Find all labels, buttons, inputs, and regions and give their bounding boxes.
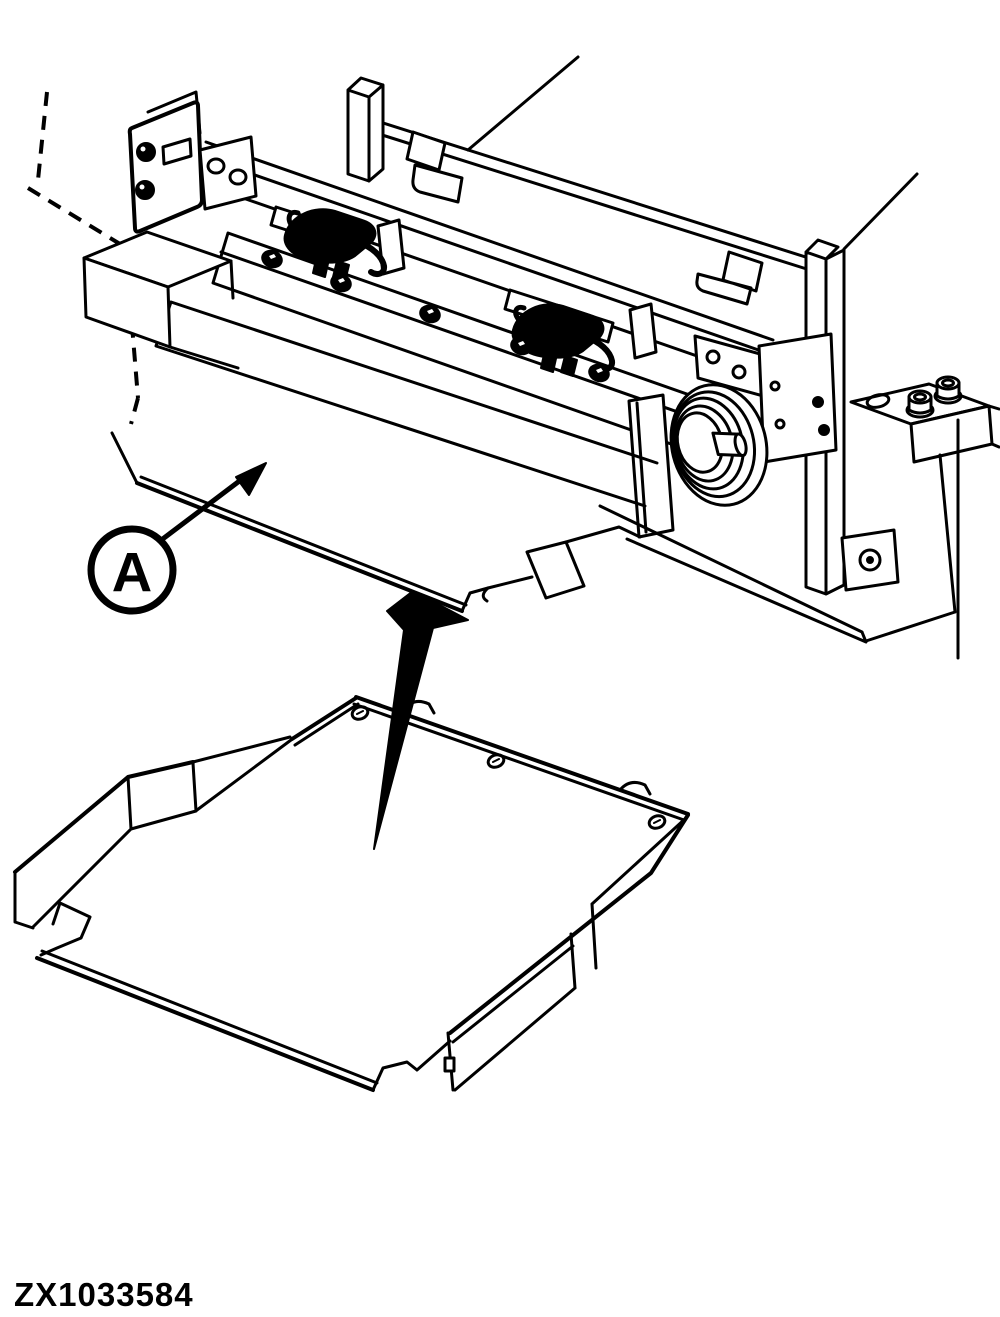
belt-guide-strap bbox=[627, 393, 675, 539]
callout-circle bbox=[87, 525, 177, 615]
mounting-hole bbox=[350, 705, 370, 721]
wall-lines bbox=[446, 816, 688, 1092]
dashed-boundary-line bbox=[26, 91, 140, 425]
spring-latch-1 bbox=[283, 208, 388, 282]
bracket-plate bbox=[127, 100, 204, 234]
panel-top-edges bbox=[290, 695, 690, 816]
bracket-extension-lines bbox=[987, 404, 1000, 449]
bolt-highlights bbox=[269, 254, 603, 373]
plate-hole bbox=[774, 418, 786, 430]
latch-wire bbox=[513, 304, 527, 324]
bolt-head bbox=[588, 363, 610, 383]
panel-front-edge bbox=[135, 481, 464, 613]
hole-ticks bbox=[356, 710, 661, 824]
strap-face bbox=[627, 393, 675, 539]
wall-outer-edge bbox=[448, 813, 690, 1035]
lower-right-bracket bbox=[840, 528, 900, 592]
bolt-head bbox=[419, 304, 441, 324]
strap-fold-line bbox=[635, 401, 648, 534]
panel-top-edges-inner bbox=[293, 702, 686, 822]
bolt-head bbox=[812, 396, 824, 408]
panel-right-wall bbox=[443, 813, 690, 1092]
corner-edges bbox=[168, 259, 240, 370]
panel-left-wall bbox=[13, 735, 293, 930]
nut-bracket bbox=[849, 375, 1000, 464]
bracket-hole bbox=[858, 548, 882, 572]
plate-hole bbox=[731, 364, 747, 380]
latch-feet bbox=[540, 349, 578, 377]
panel-notch bbox=[39, 901, 92, 957]
machine-frame bbox=[26, 55, 1000, 660]
left-frame-corner bbox=[82, 230, 240, 370]
panel-sheet bbox=[15, 697, 688, 1090]
callout-label: A bbox=[112, 541, 152, 604]
detached-panel bbox=[13, 695, 690, 1092]
bolt-head bbox=[136, 142, 156, 162]
drive-pulley bbox=[669, 383, 769, 507]
part-number: ZX1033584 bbox=[14, 1276, 194, 1313]
nut-top bbox=[907, 389, 933, 405]
bracket-slot bbox=[865, 393, 891, 409]
bolt-head bbox=[510, 336, 532, 356]
bolt-highlight bbox=[139, 184, 145, 190]
plate-hole bbox=[705, 349, 721, 365]
left-post bbox=[346, 76, 385, 183]
channel-rail bbox=[211, 231, 760, 472]
nut-top-inner bbox=[913, 392, 927, 402]
frame-lower-right-edges bbox=[598, 418, 960, 660]
callout-arrowhead bbox=[235, 462, 267, 496]
bolt-head bbox=[261, 249, 283, 269]
bolt-center bbox=[866, 556, 874, 564]
bracket-hole bbox=[228, 168, 248, 186]
plate-hole bbox=[769, 380, 781, 392]
installed-panel bbox=[110, 431, 642, 613]
bolt-head bbox=[135, 180, 155, 200]
bolt-highlight bbox=[140, 146, 146, 152]
callout-leader-line bbox=[157, 470, 253, 544]
bracket-hole bbox=[206, 157, 226, 175]
pulley-shaft-end bbox=[733, 432, 748, 458]
panel-front-edge-inner bbox=[40, 949, 452, 1092]
wall-end-cap bbox=[443, 1056, 456, 1073]
bar-clip bbox=[405, 130, 764, 306]
pulley-mount-plate bbox=[757, 332, 838, 464]
rail-bolts bbox=[261, 249, 610, 383]
bolt-head bbox=[818, 424, 830, 436]
hex-nut bbox=[905, 389, 935, 419]
nut-top-inner bbox=[941, 378, 955, 388]
panel-front-edge-inner bbox=[110, 431, 642, 613]
panel-right-flange bbox=[525, 540, 586, 600]
hex-nut bbox=[933, 375, 963, 405]
plate-slot bbox=[161, 137, 193, 166]
panel-edge-curl bbox=[481, 586, 490, 603]
nut-top bbox=[935, 375, 961, 391]
latch-wire bbox=[286, 209, 301, 229]
wall-lines bbox=[13, 735, 293, 930]
installation-arrow bbox=[373, 590, 469, 850]
bolt-head bbox=[330, 273, 352, 293]
mounting-hole bbox=[486, 753, 506, 769]
panel-holes bbox=[350, 705, 667, 830]
mounting-hole bbox=[647, 814, 667, 830]
latch-body bbox=[283, 208, 377, 264]
callout-a: A bbox=[87, 462, 267, 615]
mount-plate-face bbox=[757, 332, 838, 464]
panel-front-edge bbox=[35, 956, 375, 1092]
latch-hook bbox=[355, 239, 388, 277]
hitch-bracket bbox=[198, 135, 258, 211]
left-bracket-assembly bbox=[127, 90, 258, 234]
